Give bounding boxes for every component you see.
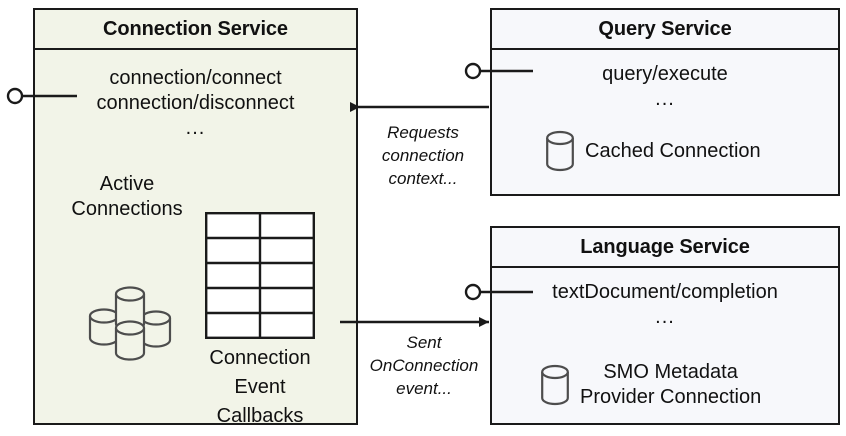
- edge-sent-line2: OnConnection: [369, 356, 479, 375]
- edge-label-sent-onconnection-event: Sent OnConnection event...: [349, 331, 499, 400]
- language-service-operations: textDocument/completion ...: [492, 280, 838, 330]
- component-query-service[interactable]: Query Service query/execute ... Cached C…: [490, 8, 840, 196]
- language-service-body: textDocument/completion ... SMO Metadata…: [492, 268, 838, 423]
- smo-metadata-provider-caption: SMO Metadata Provider Connection: [580, 360, 761, 410]
- connection-service-ellipsis: ...: [185, 117, 206, 139]
- smo-metadata-provider-row: SMO Metadata Provider Connection: [540, 360, 761, 410]
- edge-requests-line2: connection: [381, 146, 465, 165]
- active-connections-label-line2: Connections: [71, 198, 183, 220]
- operation-connection-disconnect: connection/disconnect: [96, 92, 295, 114]
- cached-connection-row: Cached Connection: [545, 130, 761, 172]
- operation-textdocument-completion: textDocument/completion: [552, 281, 778, 303]
- connection-service-operations: connection/connect connection/disconnect…: [35, 66, 356, 141]
- table-grid-icon: [205, 212, 315, 339]
- smo-caption-line1: SMO Metadata: [603, 361, 738, 383]
- active-connections-label-line1: Active: [99, 173, 155, 195]
- language-service-title: Language Service: [492, 228, 838, 268]
- edge-requests-line3: context...: [388, 169, 458, 188]
- database-cluster-icon: [80, 282, 180, 367]
- callbacks-label-line2: Event: [234, 376, 286, 398]
- cached-connection-caption: Cached Connection: [585, 139, 761, 162]
- query-service-title: Query Service: [492, 10, 838, 50]
- edge-sent-line3: event...: [396, 379, 452, 398]
- database-cylinder-icon: [540, 364, 570, 406]
- connection-service-title: Connection Service: [35, 10, 356, 50]
- callbacks-label-line3: Callbacks: [216, 405, 304, 427]
- active-connections-label: Active Connections: [47, 172, 207, 222]
- operation-connection-connect: connection/connect: [109, 67, 282, 89]
- edge-requests-line1: Requests: [387, 123, 459, 142]
- component-connection-service[interactable]: Connection Service connection/connect co…: [33, 8, 358, 427]
- query-service-operations: query/execute ...: [492, 62, 838, 112]
- database-cylinder-icon: [545, 130, 575, 172]
- component-language-service[interactable]: Language Service textDocument/completion…: [490, 226, 840, 425]
- edge-sent-line1: Sent: [406, 333, 442, 352]
- language-service-ellipsis: ...: [655, 306, 675, 328]
- connection-service-body: connection/connect connection/disconnect…: [35, 50, 356, 427]
- edge-label-requests-connection-context: Requests connection context...: [349, 121, 497, 190]
- query-service-ellipsis: ...: [655, 88, 675, 110]
- smo-caption-line2: Provider Connection: [580, 386, 762, 408]
- connection-event-callbacks-label: Connection Event Callbacks: [190, 344, 330, 431]
- callbacks-label-line1: Connection: [209, 347, 311, 369]
- operation-query-execute: query/execute: [602, 63, 728, 85]
- query-service-body: query/execute ... Cached Connection: [492, 50, 838, 194]
